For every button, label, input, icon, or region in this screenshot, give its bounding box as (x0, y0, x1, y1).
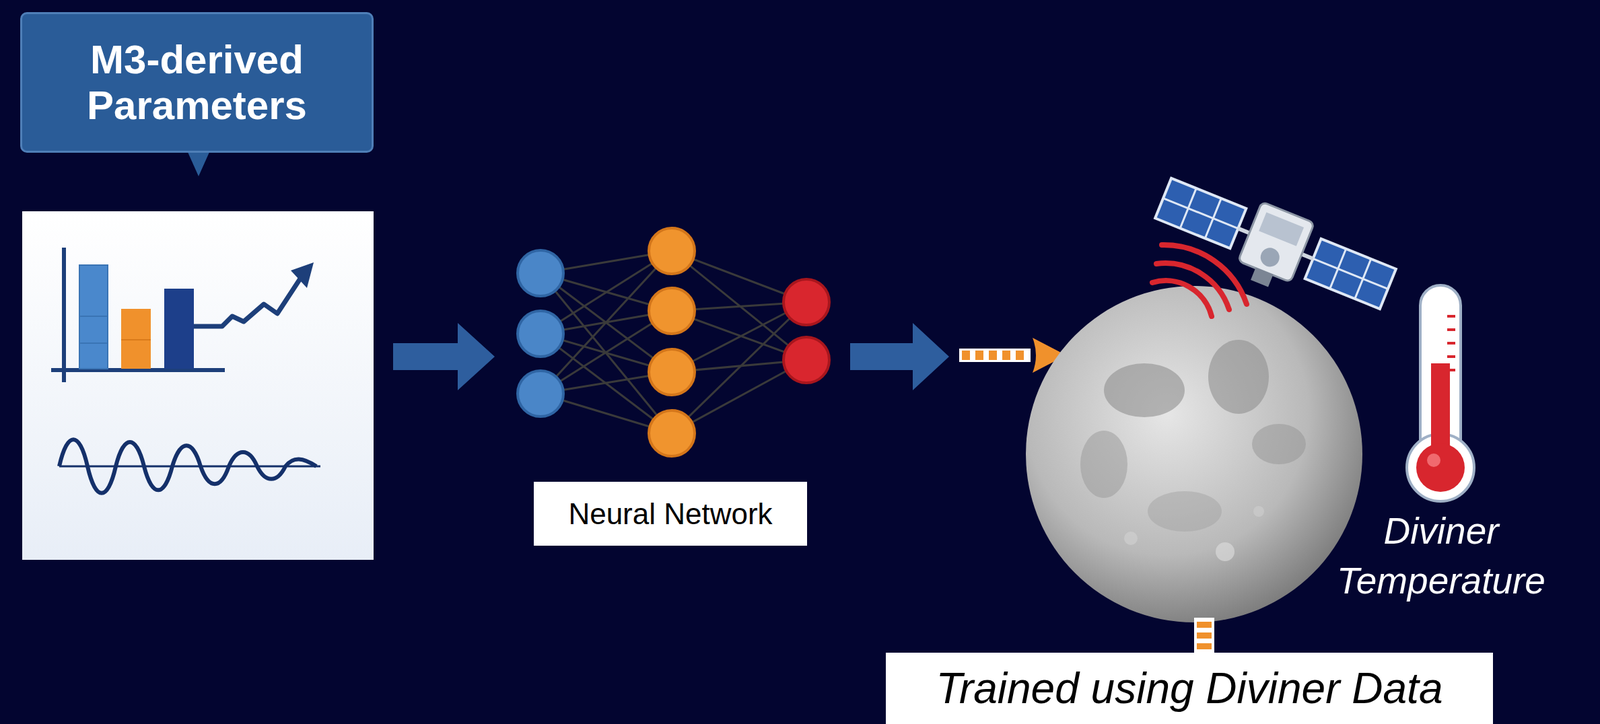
node-text: Neural Network (568, 497, 773, 532)
output-label: Diviner Temperature (1326, 506, 1556, 607)
network-neuron (648, 228, 695, 274)
network-neuron (517, 250, 564, 297)
moon (1025, 286, 1363, 623)
node-text: Trained using Diviner Data (936, 663, 1444, 714)
thermometer (1406, 285, 1475, 502)
network-neuron (648, 288, 695, 334)
network-neuron (648, 410, 695, 457)
neural-network-icon (517, 228, 830, 457)
callout-box: M3-derived Parameters (20, 12, 374, 153)
network-neuron (648, 349, 695, 396)
node-text: M3-derived Parameters (62, 37, 332, 128)
label-box: Neural Network (533, 481, 808, 546)
network-neuron (517, 310, 564, 357)
stub (1194, 617, 1215, 653)
network-neuron (783, 337, 830, 384)
caption-box: Trained using Diviner Data (885, 652, 1493, 724)
network-neuron (517, 370, 564, 417)
network-neuron (783, 279, 830, 326)
signal-arcs (1152, 245, 1247, 317)
chart-icon (22, 211, 374, 561)
callout-tail (187, 150, 211, 177)
satellite (1146, 166, 1401, 330)
